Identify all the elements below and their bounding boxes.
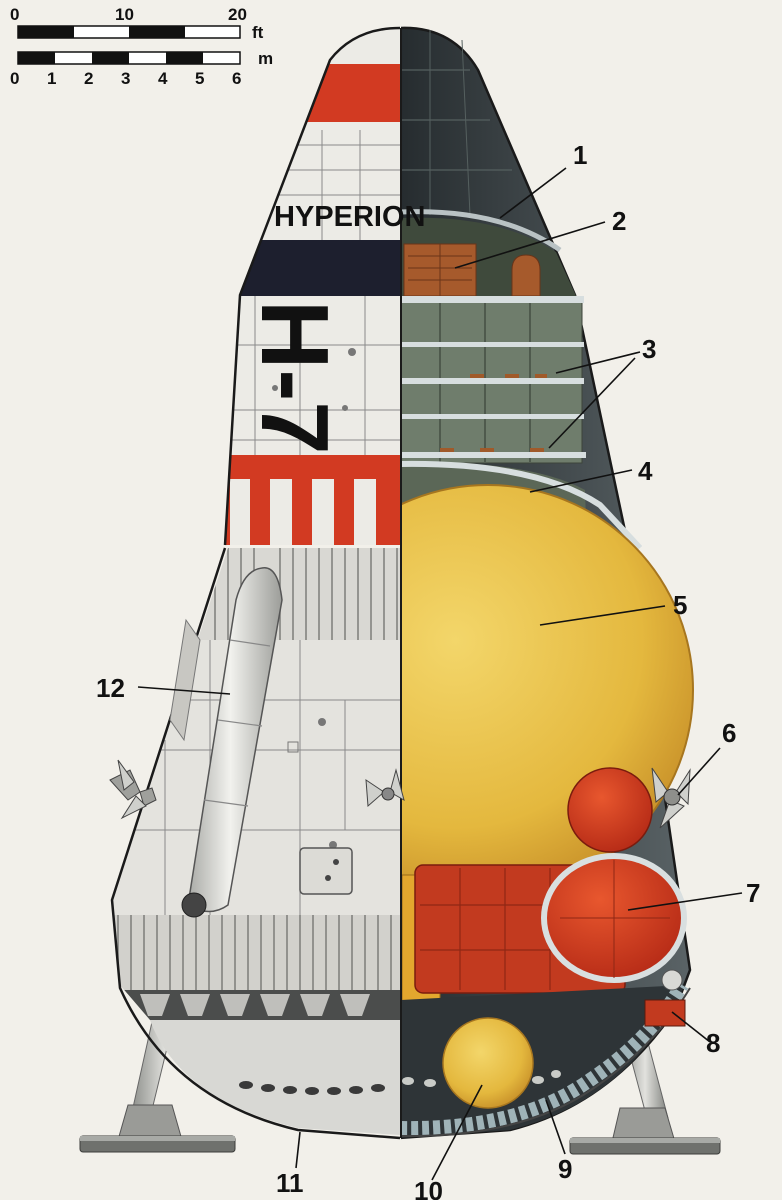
scale-tick-m-4: 4 bbox=[158, 69, 168, 88]
callout-3: 3 bbox=[642, 334, 656, 364]
callout-11: 11 bbox=[276, 1168, 304, 1198]
callout-7: 7 bbox=[746, 878, 760, 908]
auxiliary-sphere-tank bbox=[442, 1017, 534, 1109]
scale-unit-m: m bbox=[258, 49, 273, 68]
scale-tick-m-3: 3 bbox=[121, 69, 130, 88]
callout-labels: 1 2 3 4 5 6 7 8 9 10 11 12 bbox=[96, 140, 760, 1200]
engine-nozzle-ring bbox=[112, 990, 400, 1020]
nose-cone-interior bbox=[401, 30, 512, 216]
scale-unit-ft: ft bbox=[252, 23, 264, 42]
aft-bowl-exterior bbox=[120, 1020, 400, 1135]
attitude-thruster-mid bbox=[365, 768, 405, 808]
callout-12: 12 bbox=[96, 673, 125, 703]
hull-red-stripe bbox=[225, 64, 400, 122]
callout-6: 6 bbox=[722, 718, 736, 748]
scale-bar-feet: 0 10 20 ft bbox=[10, 5, 264, 42]
callout-9: 9 bbox=[558, 1154, 572, 1184]
hull-name: HYPERION bbox=[274, 201, 425, 233]
callout-leaders bbox=[137, 167, 743, 1181]
callout-5: 5 bbox=[673, 590, 687, 620]
callout-4: 4 bbox=[638, 456, 653, 486]
rim-thruster bbox=[644, 969, 686, 1027]
corrugated-skirt-lower bbox=[112, 915, 400, 990]
scale-bar-meters: 0 1 2 3 4 5 6 m bbox=[10, 49, 273, 88]
scale-bar: 0 10 20 ft 0 1 2 3 4 5 6 m bbox=[10, 5, 273, 88]
bowl-vents-right bbox=[402, 1070, 561, 1087]
scale-tick-m-1: 1 bbox=[47, 69, 56, 88]
bowl-vents-left bbox=[239, 1081, 385, 1095]
callout-1: 1 bbox=[573, 140, 587, 170]
strap-on-booster bbox=[169, 567, 283, 918]
scale-tick-ft-0: 0 bbox=[10, 5, 19, 24]
attitude-thruster-right bbox=[651, 767, 691, 829]
hull-access-hatch bbox=[299, 847, 353, 895]
crew-decks bbox=[401, 296, 586, 464]
hull-red-ribs bbox=[225, 479, 400, 545]
oxidizer-sphere-tank bbox=[567, 767, 653, 853]
scale-tick-m-0: 0 bbox=[10, 69, 19, 88]
scale-tick-ft-10: 10 bbox=[115, 5, 134, 24]
cylindrical-fuel-tank bbox=[414, 853, 687, 994]
scale-tick-m-2: 2 bbox=[84, 69, 93, 88]
scale-tick-ft-20: 20 bbox=[228, 5, 247, 24]
callout-2: 2 bbox=[612, 206, 626, 236]
callout-10: 10 bbox=[414, 1176, 443, 1200]
hull-dark-band bbox=[225, 240, 400, 296]
callout-8: 8 bbox=[706, 1028, 720, 1058]
scale-tick-m-6: 6 bbox=[232, 69, 241, 88]
hull-registration: H-7 bbox=[241, 300, 348, 455]
scale-tick-m-5: 5 bbox=[195, 69, 204, 88]
attitude-thruster-left bbox=[109, 759, 157, 820]
